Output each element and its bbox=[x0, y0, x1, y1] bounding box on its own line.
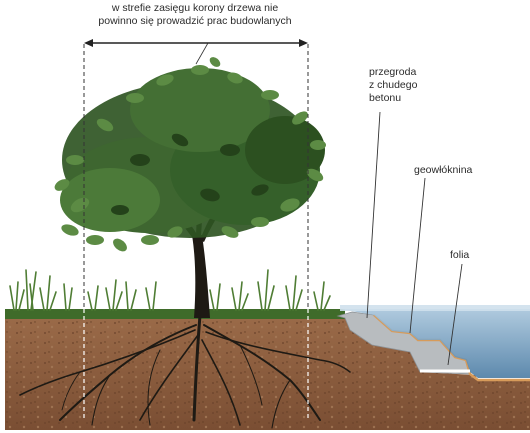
crown-zone-note: w strefie zasięgu korony drzewa nie powi… bbox=[70, 2, 320, 28]
note-pointer-line bbox=[195, 42, 209, 65]
barrier-label: przegroda z chudego betonu bbox=[369, 66, 417, 105]
barrier-label-line-1: przegroda bbox=[369, 66, 417, 78]
water-surface bbox=[340, 305, 530, 311]
barrier-label-line-2: z chudego bbox=[369, 79, 418, 91]
geotextile-label: geowłóknina bbox=[414, 164, 473, 176]
soil-cross-section bbox=[5, 318, 530, 430]
crown-zone-note-line-2: powinno się prowadzić prac budowlanych bbox=[98, 15, 292, 27]
crown-extent-lines-top bbox=[83, 44, 309, 309]
double-arrow-icon bbox=[84, 39, 308, 47]
crown-extent-lines bbox=[83, 309, 309, 420]
tree-crown bbox=[54, 57, 326, 252]
crown-zone-note-line-1: w strefie zasięgu korony drzewa nie bbox=[111, 2, 279, 14]
grass-layer bbox=[5, 269, 345, 319]
pond-water bbox=[340, 309, 530, 378]
label-pointer-lines bbox=[366, 111, 463, 366]
foil-label: folia bbox=[450, 249, 470, 261]
tree-roots bbox=[19, 313, 351, 429]
barrier-label-line-3: betonu bbox=[369, 92, 402, 104]
